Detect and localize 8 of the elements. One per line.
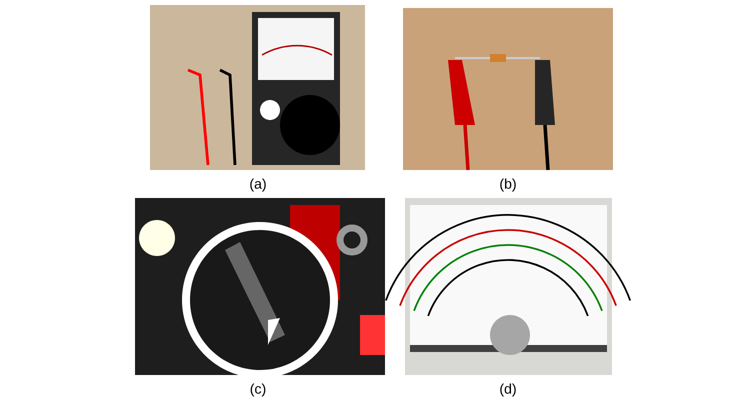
photo-drawing — [385, 198, 631, 375]
photo-drawing — [150, 5, 365, 170]
panel-caption: (a) — [250, 178, 266, 192]
photo-drawing — [135, 198, 385, 378]
photo-drawing — [403, 8, 613, 170]
panel-caption: (d) — [500, 383, 516, 397]
panel-caption: (b) — [500, 178, 516, 192]
panel-caption: (c) — [250, 383, 266, 397]
